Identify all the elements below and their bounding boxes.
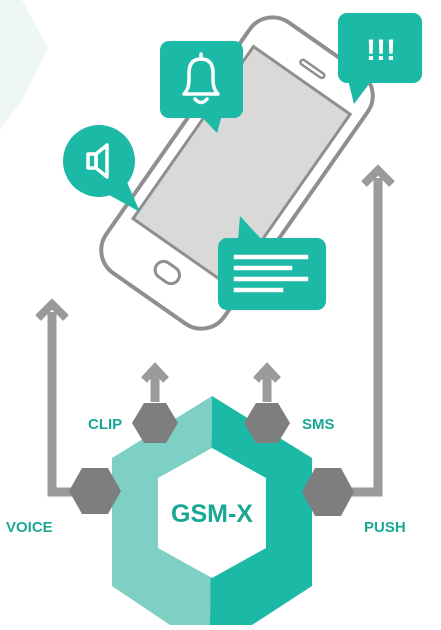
push-label: PUSH bbox=[364, 519, 406, 536]
voice-label: VOICE bbox=[6, 519, 53, 536]
center-hexagon bbox=[158, 448, 266, 578]
background-accent-shape bbox=[0, 0, 48, 130]
clip-label: CLIP bbox=[88, 416, 122, 433]
voice-node bbox=[69, 468, 121, 514]
sms-node bbox=[244, 403, 290, 443]
speaker-bubble bbox=[63, 125, 140, 212]
alert-bubble: !!! bbox=[338, 13, 422, 104]
center-label: GSM-X bbox=[171, 500, 253, 528]
sms-arrow bbox=[253, 362, 281, 402]
message-bubble bbox=[218, 216, 326, 310]
message-lines-icon bbox=[233, 254, 309, 293]
push-node bbox=[302, 468, 354, 516]
exclamation-icon: !!! bbox=[366, 34, 396, 67]
speaker-icon bbox=[86, 143, 109, 179]
gsm-x-hexagon: GSM-X bbox=[112, 396, 312, 625]
smartphone bbox=[99, 15, 375, 331]
voice-arrow bbox=[35, 298, 96, 497]
clip-node bbox=[132, 403, 178, 443]
sms-label: SMS bbox=[302, 416, 335, 433]
push-arrow bbox=[345, 164, 395, 497]
clip-arrow bbox=[141, 362, 169, 402]
bell-bubble bbox=[160, 41, 243, 133]
bell-icon bbox=[182, 52, 220, 105]
